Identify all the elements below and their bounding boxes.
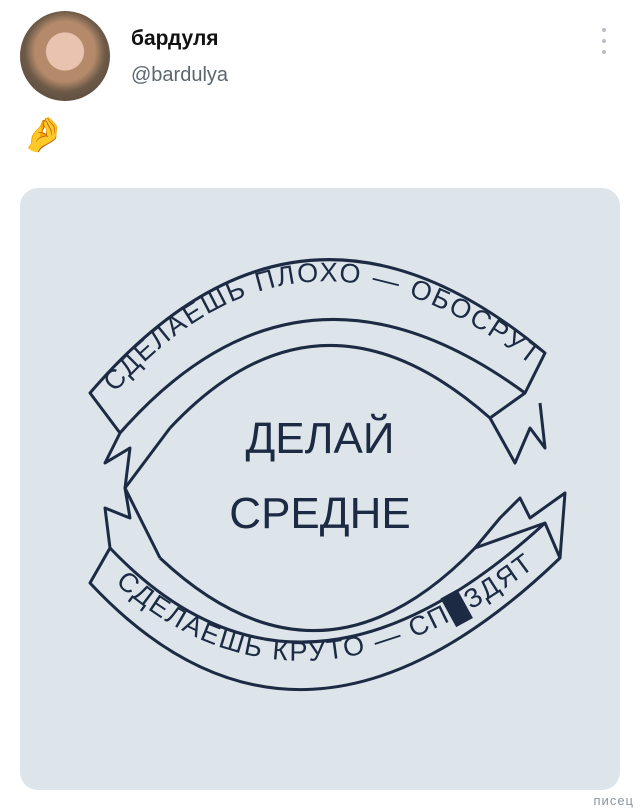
- tweet-text: 🤌: [22, 116, 65, 154]
- user-handle[interactable]: @bardulya: [131, 64, 229, 86]
- display-name[interactable]: бардуля: [131, 27, 219, 50]
- center-text-line1: ДЕЛАЙ: [246, 412, 395, 463]
- top-ribbon-tail-left: [103, 427, 172, 490]
- top-ribbon-text: СДЕЛАЕШЬ ПЛОХО — ОБОСРУТ: [97, 257, 547, 397]
- top-ribbon: [88, 258, 547, 435]
- watermark: писец: [593, 793, 634, 808]
- bottom-ribbon-tail-right: [473, 491, 567, 559]
- bottom-ribbon-text: СДЕЛАЕШЬ КРУТО — СП█ЗДЯТ: [111, 547, 539, 667]
- tweet-image[interactable]: СДЕЛАЕШЬ ПЛОХО — ОБОСРУТ СДЕЛАЕШЬ КРУТО …: [20, 188, 620, 790]
- top-ribbon-tail-right: [488, 391, 547, 465]
- avatar[interactable]: [20, 11, 110, 101]
- vertical-ellipsis-icon[interactable]: [598, 28, 610, 54]
- bottom-ribbon: [88, 521, 562, 692]
- inner-arc-top: [168, 343, 491, 430]
- hand-drawn-illustration: СДЕЛАЕШЬ ПЛОХО — ОБОСРУТ СДЕЛАЕШЬ КРУТО …: [88, 257, 567, 692]
- inner-arc-bottom: [158, 546, 477, 632]
- center-text-line2: СРЕДНЕ: [229, 489, 410, 538]
- bottom-ribbon-tail-left: [103, 486, 162, 559]
